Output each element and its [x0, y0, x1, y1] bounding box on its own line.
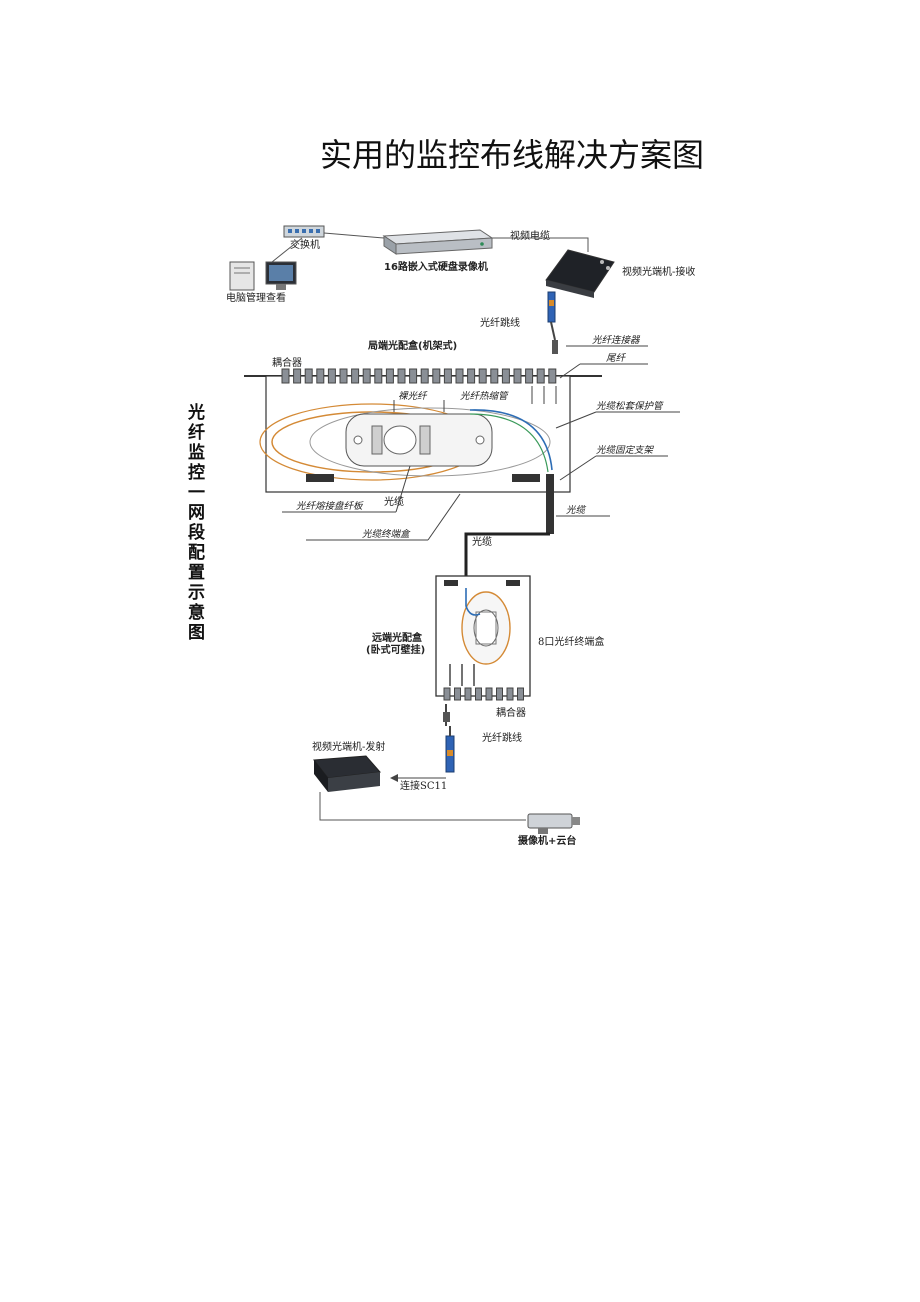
- page-title: 实用的监控布线解决方案图: [320, 136, 705, 174]
- cable-protect-label: 光缆松套保护管: [596, 400, 664, 412]
- coupler: [374, 368, 383, 384]
- coupler: [548, 368, 557, 384]
- coupler: [506, 687, 514, 701]
- coupler: [409, 368, 418, 384]
- coupler: [513, 368, 522, 384]
- switch-icon: [283, 225, 325, 238]
- coupler: [475, 687, 482, 701]
- camera-line: [319, 792, 526, 821]
- remote-terminal-label: 8口光纤终端盒: [538, 635, 604, 648]
- remote-box-label-1: 远端光配盒: [372, 631, 423, 644]
- optical-receiver-label: 视频光端机-接收: [622, 265, 695, 278]
- coupler: [536, 368, 545, 384]
- pc-icon: [229, 261, 297, 291]
- coupler-top-label: 耦合器: [272, 356, 302, 369]
- coupler: [304, 368, 313, 384]
- coupler: [517, 687, 524, 701]
- coupler: [420, 368, 429, 384]
- video-cable-line: [492, 237, 589, 252]
- remote-box-label-2: (卧式可壁挂): [366, 643, 425, 656]
- switch-pc-line: [271, 237, 303, 263]
- splice-tray-label: 光纤熔接盘纤板: [296, 500, 364, 512]
- coupler-row-bottom: [443, 687, 524, 701]
- coupler: [385, 368, 394, 384]
- terminal-box-label: 光缆终端盒: [362, 528, 411, 540]
- splice-tray-icon: [345, 413, 493, 467]
- remote-fiber-box: [435, 575, 531, 701]
- coupler: [362, 368, 371, 384]
- main-cable: [464, 474, 554, 582]
- coupler: [293, 368, 302, 384]
- patch-cord-top-label: 光纤跳线: [480, 316, 520, 329]
- coupler: [496, 687, 503, 701]
- coupler: [397, 368, 406, 384]
- coupler: [485, 687, 493, 701]
- patch-cord-bottom-icon: [443, 704, 455, 773]
- pigtail-connector-label: 光纤连接器: [592, 335, 641, 346]
- coupler: [281, 368, 290, 384]
- optical-receiver-icon: [545, 249, 615, 298]
- bare-fiber-label: 裸光纤: [398, 391, 428, 402]
- coupler: [454, 687, 461, 701]
- optical-sender-icon: [313, 755, 382, 792]
- coupler: [443, 368, 452, 384]
- coupler: [501, 368, 510, 384]
- coupler-bottom-label: 耦合器: [496, 706, 526, 719]
- coupler: [467, 368, 476, 384]
- coupler: [443, 687, 451, 701]
- coupler-row-top: [281, 368, 557, 384]
- cable-mid-label: 光缆: [472, 535, 492, 548]
- switch-dvr-line: [323, 232, 385, 239]
- coupler: [327, 368, 336, 384]
- patch-cord-bottom-label: 光纤跳线: [482, 731, 522, 744]
- pc-label: 电脑管理查看: [226, 291, 286, 304]
- pigtail-label: 尾纤: [606, 353, 627, 364]
- heat-shrink-label: 光纤热缩管: [460, 390, 509, 402]
- camera-label: 摄像机+云台: [518, 834, 576, 847]
- coupler: [478, 368, 487, 384]
- video-cable-label: 视频电缆: [510, 229, 550, 242]
- side-title: 光纤监控一网段配置示意图: [187, 402, 205, 643]
- coupler: [316, 368, 325, 384]
- dvr-label: 16路嵌入式硬盘录像机: [384, 260, 488, 273]
- coupler: [455, 368, 464, 384]
- local-box-label: 局端光配盒(机架式): [367, 339, 457, 352]
- local-fiber-box: [244, 368, 602, 493]
- coupler: [525, 368, 534, 384]
- sc-connector-arrow: [390, 774, 446, 782]
- cable-fix-label: 光缆固定支架: [596, 444, 655, 456]
- optical-sender-label: 视频光端机-发射: [312, 740, 385, 753]
- coupler: [351, 368, 360, 384]
- camera-icon: [527, 813, 580, 834]
- coupler: [464, 687, 472, 701]
- cable-right-label: 光缆: [566, 505, 587, 516]
- patch-cord-top-icon: [547, 291, 558, 354]
- cable-inside-label: 光缆: [384, 495, 404, 508]
- coupler: [432, 368, 441, 384]
- coupler: [339, 368, 348, 384]
- sc-connector-label: 连接SC11: [400, 779, 447, 792]
- coupler: [490, 368, 499, 384]
- dvr-icon: [382, 229, 494, 255]
